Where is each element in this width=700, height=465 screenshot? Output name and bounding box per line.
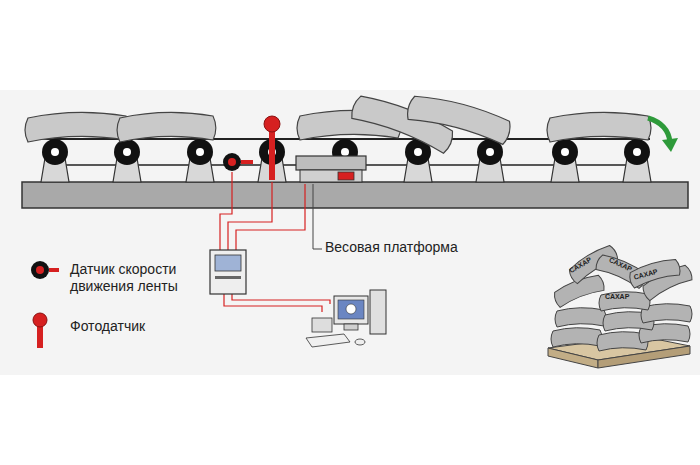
controller-screen <box>215 255 241 271</box>
speed-sensor-core <box>228 158 236 166</box>
bag-print: САХАР <box>605 293 629 300</box>
legend-speed-sensor <box>31 261 49 279</box>
legend-text: Фотодатчик <box>70 318 145 334</box>
legend-text: Датчик скорости движения ленты <box>70 261 178 294</box>
controller <box>210 250 246 294</box>
legend-photo-sensor <box>33 313 47 327</box>
speed-sensor-stem <box>241 160 253 164</box>
direction-arrow <box>648 118 670 142</box>
bag <box>25 112 129 142</box>
roller-stand <box>186 139 214 182</box>
wire <box>224 294 322 312</box>
bag <box>547 112 651 142</box>
wire <box>232 294 330 304</box>
weighing-platform <box>296 156 366 170</box>
legend-speed-sensor-core <box>36 266 44 274</box>
roller-stand <box>41 139 69 182</box>
controller-keys <box>215 276 241 279</box>
legend-speed-sensor-stem <box>49 268 59 272</box>
roller-stand <box>404 139 432 182</box>
photo-sensor <box>264 116 280 132</box>
load-cell <box>338 172 354 180</box>
speed-sensor <box>223 153 241 171</box>
platform-base <box>300 170 362 182</box>
direction-arrowhead <box>662 138 678 152</box>
stacked-bag <box>599 292 650 311</box>
bag <box>405 90 513 147</box>
wire <box>236 184 305 250</box>
roller-stand <box>476 139 504 182</box>
stacked-bag <box>627 257 681 289</box>
legend-entry: Фотодатчик <box>70 318 200 335</box>
stacked-bag <box>551 328 602 347</box>
photo-sensor-pole <box>269 128 275 180</box>
leader-line <box>313 184 322 249</box>
roller-stand <box>623 139 651 182</box>
bag <box>117 112 216 142</box>
stacked-bag <box>555 308 606 327</box>
legend-entry: Датчик скорости движения ленты <box>70 261 200 295</box>
conveyor-frame <box>22 182 688 208</box>
roller-stand <box>551 139 579 182</box>
roller-stand <box>113 139 141 182</box>
part-label: Весовая платформа <box>325 239 458 255</box>
wire <box>228 182 272 250</box>
background-band <box>0 90 700 375</box>
wire <box>220 172 232 250</box>
computer <box>306 290 386 347</box>
